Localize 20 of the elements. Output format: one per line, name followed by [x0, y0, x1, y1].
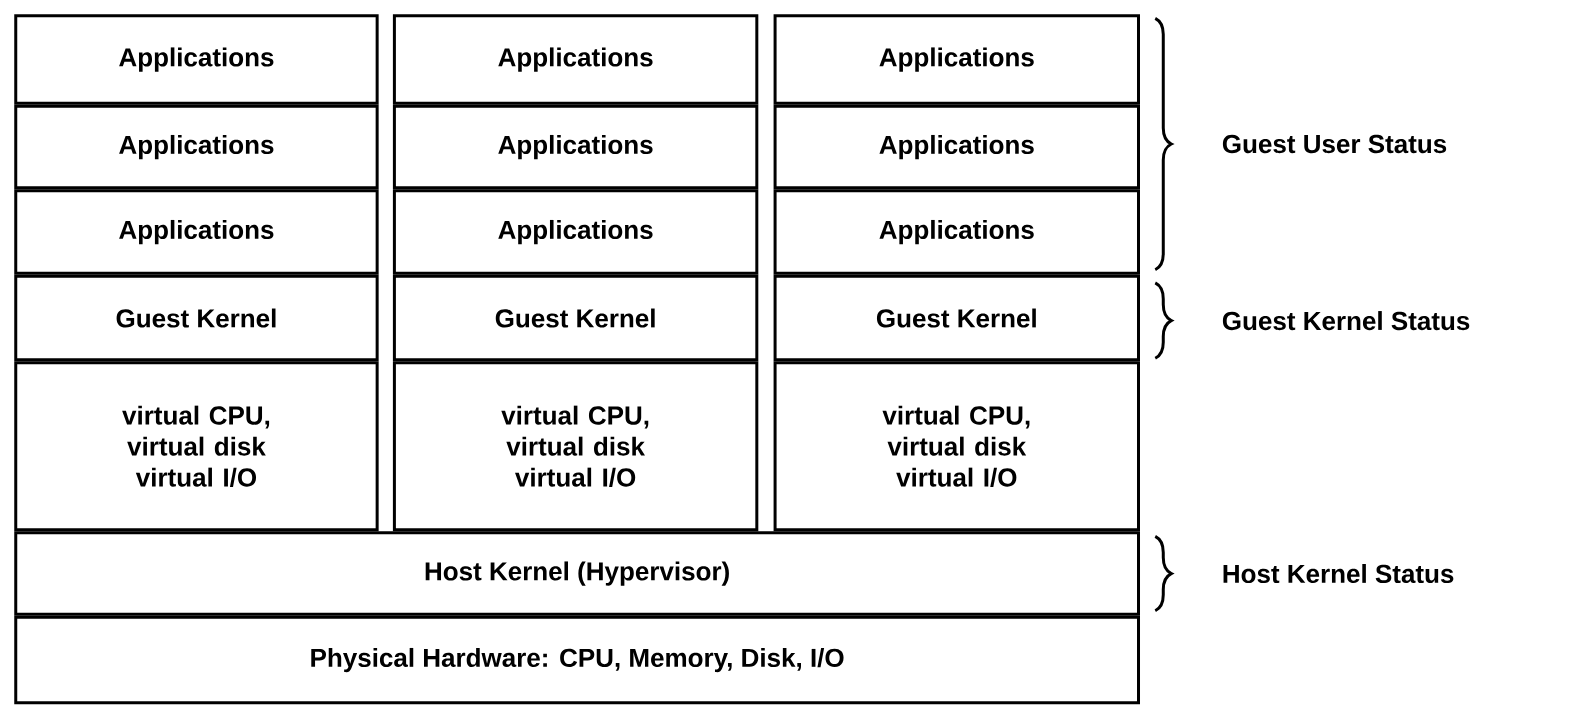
layer-box: Guest Kernel	[14, 274, 379, 362]
layer-box: Applications	[14, 14, 379, 105]
layer-box: Applications	[14, 104, 379, 190]
layer-box: Guest Kernel	[773, 274, 1140, 362]
layer-box: Applications	[392, 189, 759, 275]
layer-box: Applications	[773, 189, 1140, 275]
layer-box: Applications	[773, 14, 1140, 105]
layer-box: Host Kernel (Hypervisor)	[14, 531, 1140, 616]
layer-box: virtual CPU, virtual disk virtual I/O	[392, 361, 759, 532]
layer-box: Physical Hardware: CPU, Memory, Disk, I/O	[14, 615, 1140, 705]
status-label: Host Kernel Status	[1223, 563, 1454, 583]
layer-box: Applications	[392, 104, 759, 190]
layer-box: Applications	[773, 104, 1140, 190]
layer-box: Guest Kernel	[392, 274, 759, 362]
layer-box: Applications	[392, 14, 759, 105]
layer-box: virtual CPU, virtual disk virtual I/O	[14, 361, 379, 532]
status-label: Guest Kernel Status	[1222, 310, 1470, 330]
layer-box: virtual CPU, virtual disk virtual I/O	[773, 361, 1140, 532]
layer-box: Applications	[14, 189, 379, 275]
status-label: Guest User Status	[1222, 134, 1447, 154]
